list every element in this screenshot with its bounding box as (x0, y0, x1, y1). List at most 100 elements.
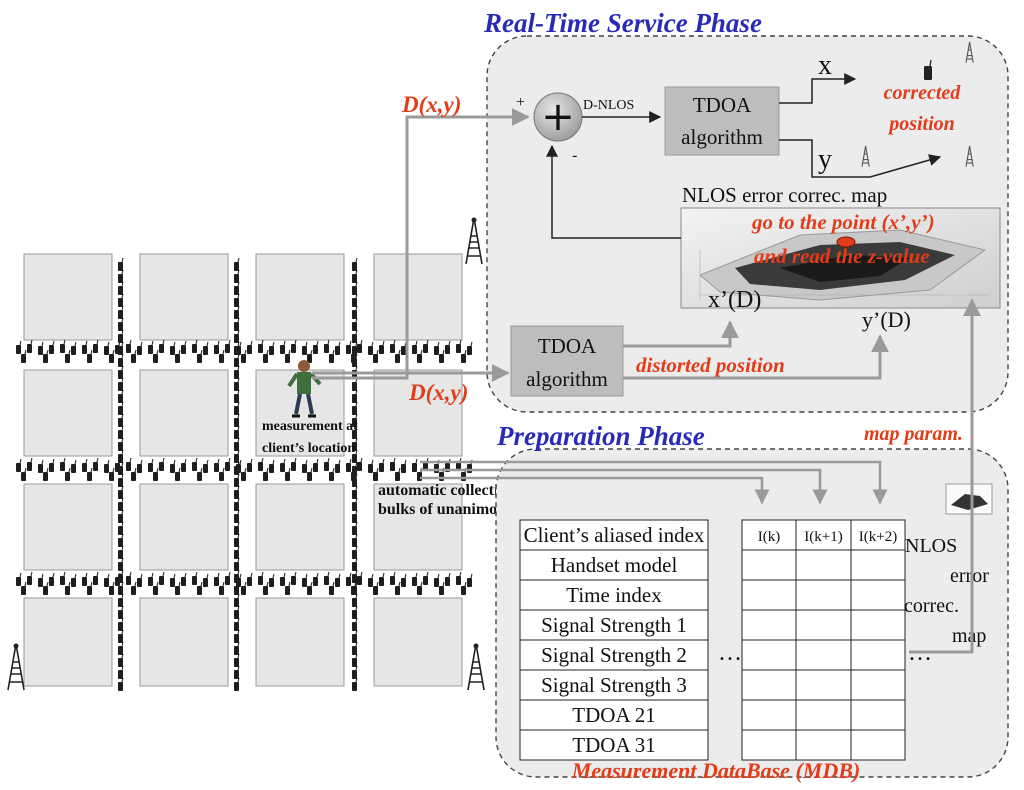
mdb-field-label: TDOA 31 (572, 733, 655, 757)
handset-icon (352, 377, 358, 391)
handset-icon (352, 317, 358, 331)
handset-icon (379, 458, 385, 472)
handset-icon (71, 573, 77, 587)
handset-icon (131, 467, 137, 481)
cell-tower-icon (7, 643, 25, 691)
handset-icon (118, 653, 124, 667)
handset-icon (352, 533, 358, 547)
handset-icon (234, 473, 240, 487)
handset-icon (352, 473, 358, 487)
tdoa-top-label: TDOA (693, 93, 752, 117)
handset-icon (258, 339, 264, 353)
mdb-field-cell (519, 729, 709, 761)
plus-sign-label: + (516, 94, 525, 111)
mdb-record-cell (741, 549, 797, 581)
handset-icon (373, 467, 379, 481)
city-block (139, 369, 229, 457)
handset-icon (241, 349, 247, 363)
handset-icon (263, 467, 269, 481)
handset-icon (234, 257, 240, 271)
y-output-label: y (818, 144, 832, 175)
collection-arrows (420, 460, 888, 505)
handset-icon (234, 425, 240, 439)
handset-icon (219, 581, 225, 595)
handset-icon (153, 349, 159, 363)
mdb-records-grid: I(k)I(k+1)I(k+2) (741, 519, 906, 761)
handset-icon (159, 457, 165, 471)
city-block (373, 369, 463, 457)
handset-icon (153, 581, 159, 595)
mdb-record-cell (741, 669, 797, 701)
handset-icon (234, 665, 240, 679)
map-thumbnail (945, 483, 993, 515)
handset-icon (234, 677, 240, 691)
distorted-position-label: distorted position (636, 353, 785, 377)
distorted-x-arrow (623, 320, 739, 348)
handset-icon (234, 365, 240, 379)
handset-icon (291, 339, 297, 353)
nlos-map-side-label: error (950, 565, 989, 587)
handset-icon (118, 329, 124, 343)
handset-icon (131, 581, 137, 595)
handset-icon (65, 467, 71, 481)
person-icon (287, 360, 322, 418)
handset-icon (60, 339, 66, 353)
minus-sign-label: - (572, 147, 577, 164)
realtime-phase-title: Real-Time Service Phase (483, 8, 762, 38)
handset-icon (234, 569, 240, 583)
handset-icon (118, 353, 124, 367)
handset-icon (234, 533, 240, 547)
handset-icon (118, 593, 124, 607)
dxy-top-arrow (312, 108, 530, 380)
handset-icon (197, 349, 203, 363)
handset-icon (352, 305, 358, 319)
city-block (23, 369, 113, 457)
handset-icon (269, 573, 275, 587)
handset-icon (16, 572, 22, 586)
mdb-record-cell (850, 579, 906, 611)
city-block (373, 253, 463, 341)
handset-icon (118, 629, 124, 643)
handset-icon (456, 339, 462, 353)
handset-icon (181, 340, 187, 354)
handset-icon (423, 571, 429, 585)
handset-icon (423, 339, 429, 353)
handset-icon (352, 521, 358, 535)
handset-icon (65, 349, 71, 363)
handset-icon (197, 581, 203, 595)
handset-icon (203, 459, 209, 473)
tdoa-algorithm-box-top (664, 86, 780, 156)
handset-icon (126, 571, 132, 585)
handset-icon (49, 340, 55, 354)
handset-icon (43, 581, 49, 595)
handset-icon (352, 593, 358, 607)
handset-icon (87, 467, 93, 481)
handset-icon (234, 461, 240, 475)
handset-icon (203, 573, 209, 587)
handset-icon (234, 497, 240, 511)
handset-icon (60, 457, 66, 471)
handset-icon (417, 349, 423, 363)
handset-icon (137, 573, 143, 587)
handset-icon (335, 573, 341, 587)
handset-icon (109, 349, 115, 363)
handset-icon (269, 459, 275, 473)
handset-icon (118, 485, 124, 499)
tdoa-top-label: algorithm (681, 125, 763, 149)
cell-tower-icon (965, 145, 974, 167)
handset-icon (234, 653, 240, 667)
handset-icon (21, 349, 27, 363)
city-block (139, 597, 229, 687)
handset-icon (27, 457, 33, 471)
dxy-top-label: D(x,y) (401, 92, 461, 117)
handset-icon (924, 59, 932, 80)
handset-icon (280, 340, 286, 354)
measurement-label: client’s location (262, 441, 355, 456)
mdb-field-cell (519, 669, 709, 701)
handset-icon (118, 509, 124, 523)
mdb-record-cell (795, 639, 852, 671)
handset-icon (49, 572, 55, 586)
handset-icon (93, 457, 99, 471)
handset-icon (214, 458, 220, 472)
